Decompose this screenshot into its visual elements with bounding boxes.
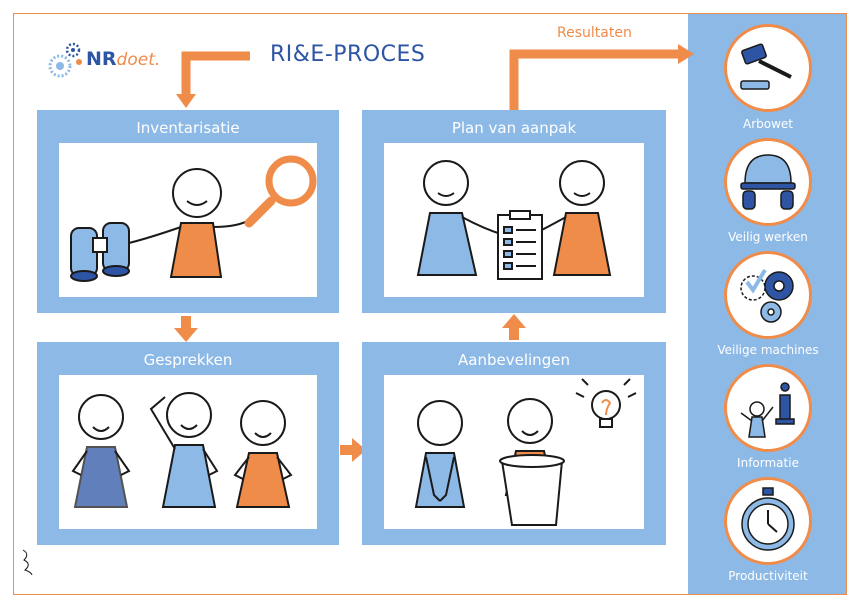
result-informatie (724, 364, 812, 452)
page-title: RI&E-PROCES (270, 42, 426, 67)
arrow-results (509, 49, 680, 110)
result-label: Productiviteit (728, 569, 808, 583)
outer-frame (13, 13, 847, 595)
result-veilige-machines (724, 251, 812, 339)
results-label: Resultaten (557, 25, 632, 41)
scroll-icon (499, 454, 565, 526)
lightbulb-icon (575, 378, 637, 428)
checklist-icon (497, 210, 543, 280)
magnifier-icon (244, 155, 317, 228)
result-productiviteit (724, 477, 812, 565)
binoculars-icon (70, 222, 130, 282)
step-aanbevelingen: Aanbevelingen (362, 342, 666, 545)
result-label: Informatie (737, 456, 799, 470)
person-figure (414, 400, 466, 508)
arrow-start (181, 51, 250, 96)
gears-icon (740, 268, 794, 323)
step-illustration (384, 375, 644, 529)
stopwatch-icon (741, 487, 795, 551)
step-label: Inventarisatie (136, 119, 240, 137)
person-figure (128, 168, 252, 278)
result-label: Veilig werken (728, 230, 808, 244)
step-inventarisatie: Inventarisatie (37, 110, 339, 313)
step-illustration (59, 143, 317, 297)
person-figure (149, 392, 219, 508)
step-gesprekken: Gesprekken (37, 342, 339, 545)
person-figure (71, 394, 131, 508)
gear-flower-icon (48, 42, 82, 78)
result-arbowet (724, 24, 812, 112)
gavel-icon (740, 43, 792, 90)
result-veilig-werken (724, 138, 812, 226)
logo-text: NRdoet. (86, 48, 161, 70)
step-plan-van-aanpak: Plan van aanpak (362, 110, 666, 313)
result-label: Arbowet (742, 117, 793, 131)
step-label: Gesprekken (143, 351, 233, 369)
person-figure (416, 160, 505, 276)
step-label: Plan van aanpak (451, 119, 577, 137)
person-figure (531, 160, 612, 276)
nrdoet-logo (48, 42, 82, 78)
result-label: Veilige machines (717, 343, 819, 357)
step-illustration (59, 375, 317, 529)
helmet-icon (740, 154, 796, 210)
step-illustration (384, 143, 644, 297)
person-figure (233, 400, 293, 508)
step-label: Aanbevelingen (458, 351, 570, 369)
artist-signature (22, 549, 33, 576)
info-icon (740, 382, 795, 438)
